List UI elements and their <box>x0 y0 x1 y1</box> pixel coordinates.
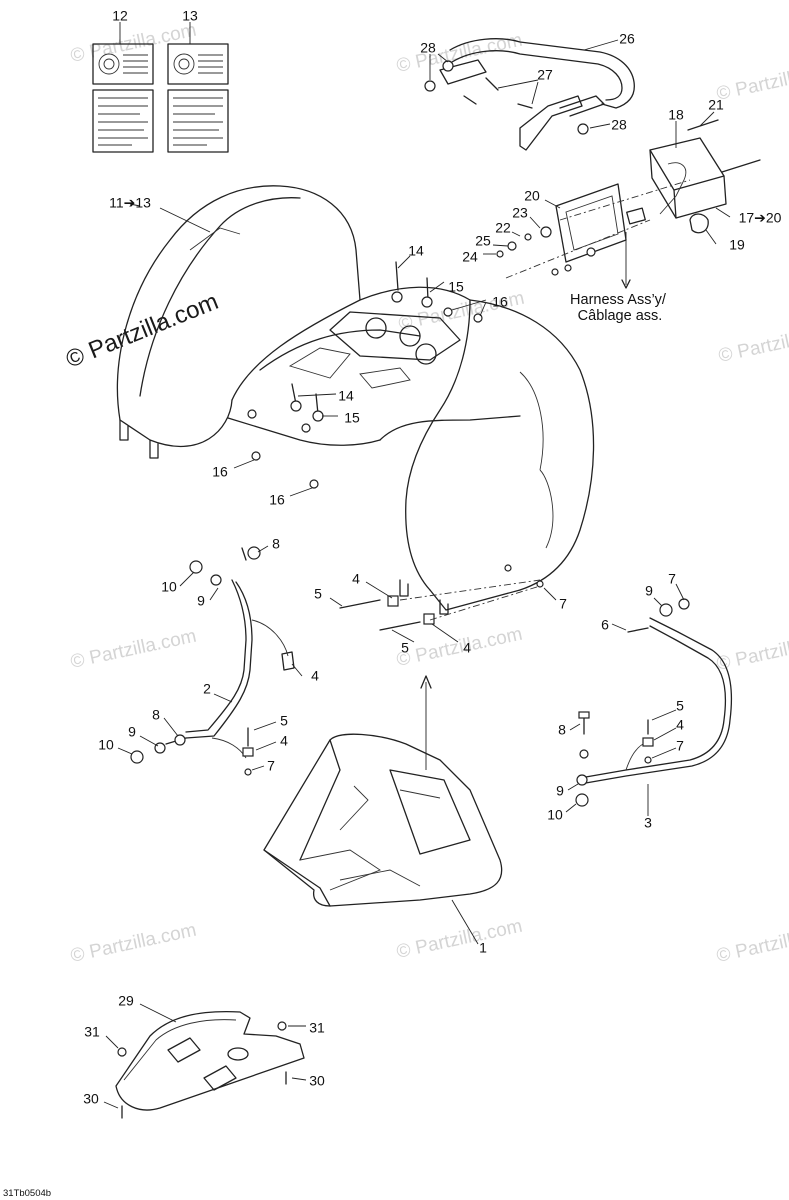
watermark: © Partzilla.com <box>395 30 525 77</box>
callout-c5c: 5 <box>676 698 684 714</box>
callout-c14b: 14 <box>338 388 354 404</box>
callout-c15a: 15 <box>448 279 464 295</box>
callout-c14a: 14 <box>408 243 424 259</box>
callout-c24: 24 <box>462 249 478 265</box>
tail-light-assembly <box>483 111 761 289</box>
grab-bar-assembly <box>424 38 635 151</box>
skid-plate <box>103 1003 307 1119</box>
callout-c26: 26 <box>619 31 635 47</box>
callout-c18: 18 <box>668 107 684 123</box>
left-support <box>117 545 303 776</box>
callout-c4b: 4 <box>463 640 471 656</box>
callout-c16a: 16 <box>492 294 508 310</box>
watermark: © Partzilla.com <box>69 20 199 67</box>
callout-c9d: 9 <box>556 783 564 799</box>
callout-c7b: 7 <box>559 596 567 612</box>
callout-c16b: 16 <box>212 464 228 480</box>
right-support <box>565 583 733 816</box>
harness-note-line2: Câblage ass. <box>578 308 663 324</box>
callout-c4d: 4 <box>676 717 684 733</box>
callout-c7d: 7 <box>267 758 275 774</box>
callout-c1113: 11➔13 <box>109 195 151 211</box>
callout-c6: 6 <box>601 617 609 633</box>
watermark: © Partzilla.com <box>69 626 199 673</box>
callout-c23: 23 <box>512 205 528 221</box>
callout-c21: 21 <box>708 97 724 113</box>
callout-c22: 22 <box>495 220 511 236</box>
watermark-main: © Partzilla.com <box>62 288 222 374</box>
drawing-code: 31Tb0504b <box>3 1188 51 1199</box>
callout-c30b: 30 <box>83 1091 99 1107</box>
callout-c8b: 8 <box>152 707 160 723</box>
callout-c30a: 30 <box>309 1073 325 1089</box>
callout-c31a: 31 <box>84 1024 100 1040</box>
callout-c10c: 10 <box>547 807 563 823</box>
callout-c25: 25 <box>475 233 491 249</box>
warning-labels <box>92 22 229 153</box>
watermarks: © Partzilla.com © Partzilla.com © Partzi… <box>62 20 789 967</box>
callout-c27: 27 <box>537 67 553 83</box>
callout-c12: 12 <box>112 8 128 24</box>
callout-c31b: 31 <box>309 1020 325 1036</box>
callout-c13: 13 <box>182 8 198 24</box>
watermark: © Partzilla.com <box>715 58 789 105</box>
callout-c20a: 20 <box>524 188 540 204</box>
watermark: © Partzilla.com <box>395 916 525 963</box>
callout-c10a: 10 <box>161 579 177 595</box>
fender-hardware <box>233 255 487 497</box>
callout-c28b: 28 <box>611 117 627 133</box>
callout-c4c: 4 <box>311 668 319 684</box>
callout-c7c: 7 <box>676 738 684 754</box>
callout-c8c: 8 <box>558 722 566 738</box>
callout-c9a: 9 <box>197 593 205 609</box>
callout-c15b: 15 <box>344 410 360 426</box>
callout-c5a: 5 <box>314 586 322 602</box>
watermark: © Partzilla.com <box>717 320 789 367</box>
harness-note: Harness Ass’y/ Câblage ass. <box>570 292 667 324</box>
callout-c1720: 17➔20 <box>739 210 782 226</box>
watermark: © Partzilla.com <box>69 920 199 967</box>
inner-fender <box>263 675 503 945</box>
callout-c5b: 5 <box>401 640 409 656</box>
callout-c2: 2 <box>203 681 211 697</box>
callout-c9b: 9 <box>645 583 653 599</box>
callout-c7a: 7 <box>668 571 676 587</box>
callout-c3: 3 <box>644 815 652 831</box>
harness-note-line1: Harness Ass’y/ <box>570 292 667 308</box>
callout-c1: 1 <box>479 940 487 956</box>
callout-c29: 29 <box>118 993 134 1009</box>
watermark: © Partzilla.com <box>715 920 789 967</box>
center-fasteners <box>329 564 557 643</box>
callout-c4e: 4 <box>280 733 288 749</box>
callout-c10b: 10 <box>98 737 114 753</box>
callout-c16c: 16 <box>269 492 285 508</box>
callout-c8a: 8 <box>272 536 280 552</box>
callout-c9c: 9 <box>128 724 136 740</box>
callout-c19: 19 <box>729 237 745 253</box>
callout-c4a: 4 <box>352 571 360 587</box>
watermark: © Partzilla.com <box>395 624 525 671</box>
rear-fender <box>116 185 595 615</box>
callout-c5d: 5 <box>280 713 288 729</box>
callout-c28a: 28 <box>420 40 436 56</box>
